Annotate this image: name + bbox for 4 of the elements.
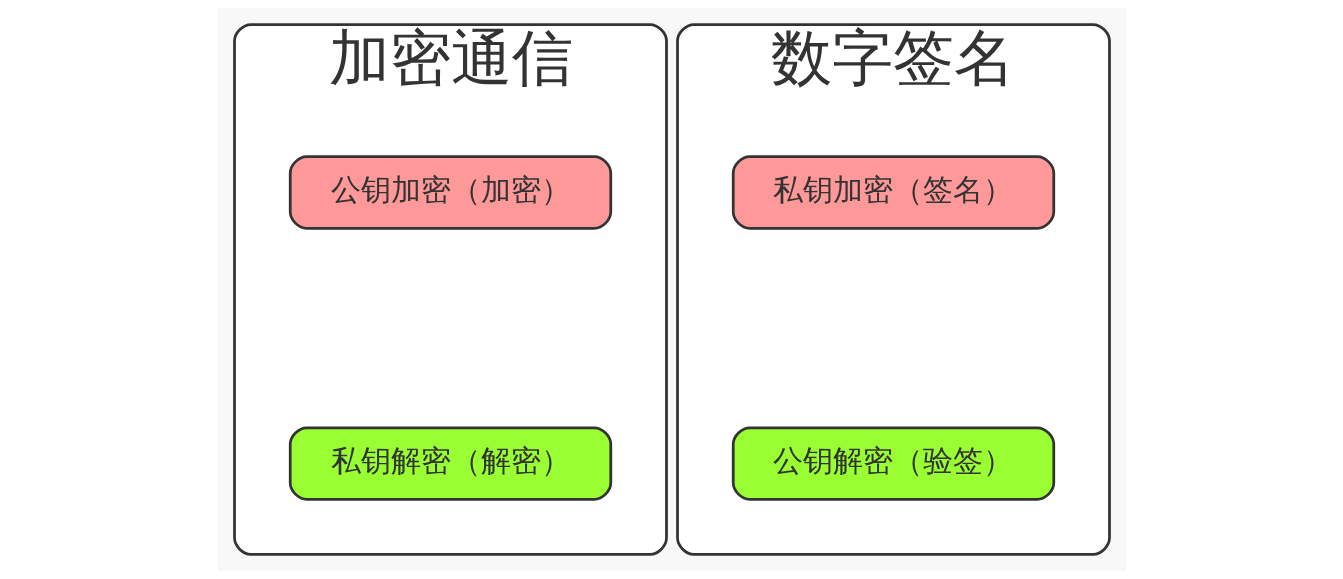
node-box: 私钥解密（解密） bbox=[288, 426, 612, 501]
node-box: 公钥加密（加密） bbox=[288, 155, 612, 230]
node-box: 私钥加密（签名） bbox=[731, 155, 1055, 230]
node-box: 公钥解密（验签） bbox=[731, 426, 1055, 501]
